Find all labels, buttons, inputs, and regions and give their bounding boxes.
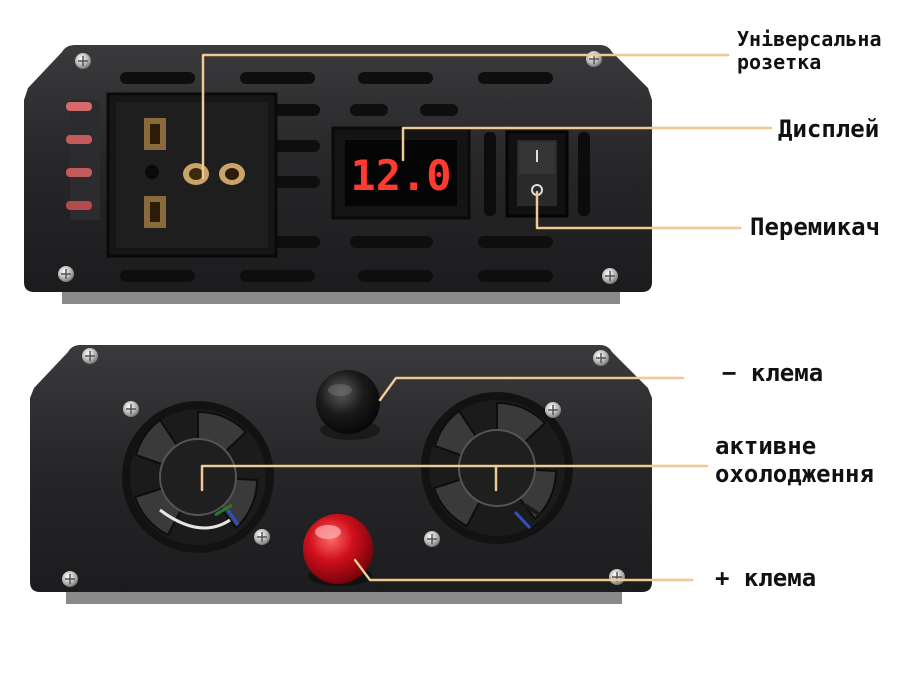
- cooling-fan-left: [122, 401, 274, 553]
- voltage-display: 12.0: [331, 126, 471, 220]
- label-display: Дисплей: [778, 115, 880, 143]
- screw-icon: [82, 348, 98, 364]
- label-socket-line2: розетка: [737, 50, 822, 74]
- minus-terminal: [316, 370, 380, 440]
- label-universal-socket: Універсальна розетка: [737, 28, 882, 74]
- label-switch: Перемикач: [750, 213, 881, 241]
- screw-icon: [586, 51, 602, 67]
- vent-slot: [282, 104, 320, 116]
- power-switch: [505, 130, 569, 218]
- vent-shadow: [70, 100, 100, 220]
- vent-slot: [240, 270, 315, 282]
- panel-base-plate: [62, 290, 620, 304]
- screw-icon: [254, 529, 270, 545]
- vent-slot: [420, 104, 458, 116]
- screw-icon: [593, 350, 609, 366]
- callout-lines: [200, 53, 773, 582]
- vent-slot: [282, 176, 320, 188]
- plus-terminal: [303, 514, 373, 586]
- vent-slot: [282, 140, 320, 152]
- vent-slot: [358, 72, 433, 84]
- screw-icon: [62, 571, 78, 587]
- front-panel: 12.0: [24, 45, 652, 304]
- screw-icon: [58, 266, 74, 282]
- label-cooling-line2: охолодження: [715, 459, 874, 488]
- label-cooling-line1: активне: [715, 432, 817, 460]
- display-reading: 12.0: [350, 151, 451, 200]
- screw-icon: [602, 268, 618, 284]
- vent-slot: [478, 72, 553, 84]
- screw-icon: [609, 569, 625, 585]
- back-panel: [30, 345, 652, 604]
- screw-icon: [424, 531, 440, 547]
- universal-socket: [106, 92, 278, 258]
- vent-slot: [240, 72, 315, 84]
- label-active-cooling: активне охолодження: [715, 432, 874, 488]
- screw-icon: [75, 53, 91, 69]
- vent-slot: [350, 236, 388, 248]
- vent-slot: [478, 270, 553, 282]
- vent-slot: [350, 104, 388, 116]
- vent-slot: [120, 270, 195, 282]
- vent-slot: [120, 72, 195, 84]
- vent-slot: [282, 236, 320, 248]
- vent-slot: [358, 270, 433, 282]
- screw-icon: [123, 401, 139, 417]
- label-socket-line1: Універсальна: [737, 27, 882, 51]
- side-vents: [66, 102, 92, 210]
- screw-icon: [545, 402, 561, 418]
- label-minus-terminal: − клема: [722, 359, 824, 387]
- label-plus-terminal: + клема: [715, 564, 817, 592]
- vent-slot: [478, 236, 553, 248]
